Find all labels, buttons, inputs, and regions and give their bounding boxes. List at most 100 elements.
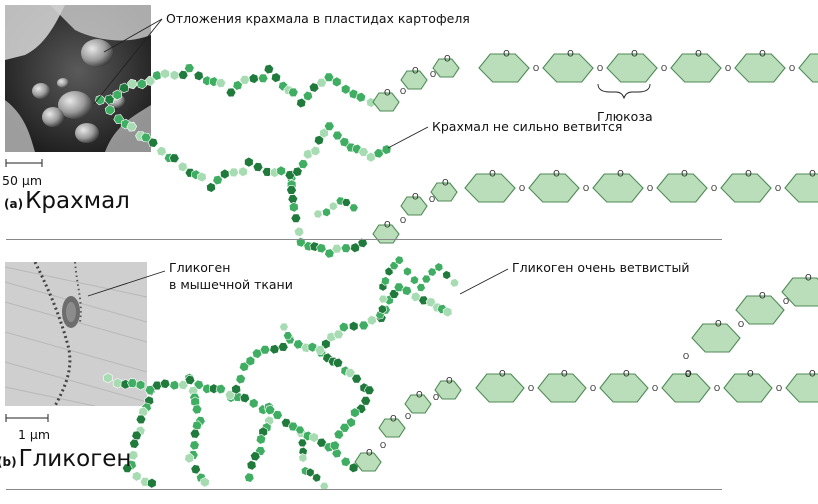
glycosidic-oxygen: O (776, 384, 782, 393)
section-divider-a (6, 239, 722, 240)
starch-bottom-ring-0: O (464, 170, 516, 203)
glucose-bead (206, 182, 216, 193)
glucose-brace (597, 83, 651, 100)
glucose-bead (244, 156, 254, 168)
glucose-bead (277, 342, 289, 352)
glucose-bead (235, 373, 246, 385)
glycosidic-oxygen: O (647, 184, 653, 193)
glucose-bead (340, 243, 352, 254)
glucose-bead (177, 379, 189, 391)
glucose-bead (331, 243, 343, 254)
glucose-label: Глюкоза (597, 109, 653, 124)
plastid-starch-label: Отложения крахмала в пластидах картофеля (166, 11, 470, 26)
glucose-bead (366, 151, 376, 163)
glucose-bead (248, 398, 259, 409)
starch-top-ring-2: O (606, 50, 658, 83)
glucose-bead (184, 452, 195, 464)
section-divider-b (6, 489, 722, 490)
glucose-bead (282, 331, 293, 340)
glycosidic-oxygen: O (711, 184, 717, 193)
glycogen-branch-curve-ring-0: O (691, 320, 741, 353)
glycosidic-oxygen: O (597, 64, 603, 73)
panel-a-title: (a)Крахмал (4, 188, 130, 217)
glucose-bead (292, 166, 303, 177)
glucose-bead (341, 198, 352, 207)
scale-bars (5, 159, 49, 422)
starch-top-curve-ring-1: O (400, 67, 428, 90)
glucose-bead (104, 104, 116, 116)
glucose-bead (401, 285, 412, 296)
ring-oxygen-label: O (366, 449, 373, 459)
leader-line-glycogen-branching (459, 268, 509, 295)
glucose-bead (287, 87, 299, 98)
glucose-bead (366, 315, 377, 326)
glucose-bead (308, 82, 320, 93)
glycosidic-oxygen: O (405, 412, 411, 421)
glucose-bead (169, 380, 180, 391)
glucose-bead (340, 456, 351, 467)
leader-line-starch-branching (387, 126, 429, 149)
glucose-bead (196, 171, 207, 183)
ring-oxygen-label: O (747, 370, 754, 380)
glucose-bead (103, 372, 113, 384)
glucose-bead (380, 276, 390, 286)
ring-oxygen-label: O (681, 170, 688, 180)
starch-top-ring-4: O (734, 50, 786, 83)
glucose-bead (378, 294, 388, 304)
glucose-bead (224, 389, 236, 401)
glycosidic-oxygen: O (652, 384, 658, 393)
glucose-bead (313, 134, 325, 146)
ring-oxygen-label: O (623, 370, 630, 380)
panel-b-tag: (b) (0, 455, 17, 469)
glycosidic-oxygen: O (685, 370, 691, 379)
glycosidic-oxygen: O (789, 64, 795, 73)
glycogen-main-curve-ring-1: O (378, 415, 406, 438)
glycogen-main-ring-4: O (723, 370, 773, 403)
glucose-bead (246, 459, 257, 471)
glycogen-main-curve-ring-0: O (354, 449, 382, 472)
starch-bottom-curve-ring-2: O (430, 179, 458, 202)
glycogen-branch-curve-ring-2: O (781, 274, 818, 307)
glucose-bead (332, 357, 344, 369)
leader-line-plastid-2 (93, 18, 163, 105)
glucose-bead (409, 275, 420, 285)
glucose-bead (169, 69, 180, 81)
glucose-bead (302, 90, 314, 102)
glucose-bead (297, 438, 308, 448)
glucose-bead (316, 243, 327, 254)
ring-oxygen-label: O (553, 170, 560, 180)
glucose-bead (183, 63, 195, 74)
glucose-bead (156, 146, 167, 157)
glucose-bead (377, 304, 387, 314)
ring-oxygen-label: O (446, 377, 453, 387)
glucose-bead (339, 423, 350, 433)
starch-micrograph (5, 5, 151, 152)
glucose-bead (136, 78, 147, 90)
ring-oxygen-label: O (805, 274, 812, 284)
glycosidic-oxygen: O (683, 352, 689, 361)
glucose-bead (363, 385, 375, 395)
glycogen-main-ring-1: O (537, 370, 587, 403)
starch-top-ring-5: O (798, 53, 818, 83)
glucose-bead (160, 68, 170, 80)
glucose-bead (288, 201, 299, 213)
glucose-bead (293, 226, 305, 238)
glucose-bead (147, 477, 157, 489)
leader-line-plastid-1 (103, 18, 163, 53)
glucose-bead (297, 159, 309, 170)
ring-oxygen-label: O (444, 55, 451, 65)
glucose-bead (239, 392, 251, 404)
starch-top-ring-0: O (478, 50, 530, 83)
starch-bottom-ring-4: O (720, 170, 772, 203)
glucose-bead (279, 322, 289, 332)
starch-bottom-ring-3: O (656, 170, 708, 203)
panel-a-tag: (a) (4, 197, 24, 211)
starch-title: Крахмал (25, 188, 130, 214)
glucose-bead (329, 440, 340, 451)
glycosidic-oxygen: O (400, 87, 406, 96)
scale-bar-a-label: 50 µm (2, 173, 43, 188)
glycosidic-oxygen: O (725, 64, 731, 73)
starch-top-ring-1: O (542, 50, 594, 83)
